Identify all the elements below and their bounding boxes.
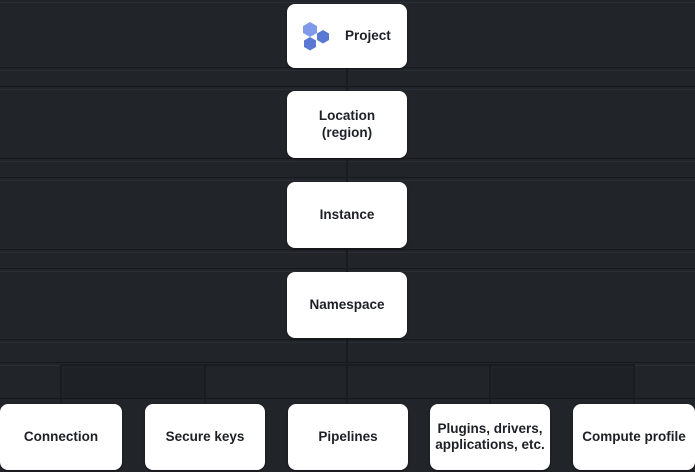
node-label: Secure keys xyxy=(165,428,245,444)
connector-leg-plugins xyxy=(489,364,491,404)
node-label: Pipelines xyxy=(318,428,378,444)
node-label: Plugins, drivers, applications, etc. xyxy=(435,420,545,452)
node-connection[interactable]: Connection xyxy=(0,404,122,470)
node-label: Connection xyxy=(23,428,99,444)
connector-leg-connection xyxy=(60,364,62,404)
connector-leg-pipelines xyxy=(346,364,348,404)
busbar-shade-right xyxy=(492,368,633,398)
node-compute-profile[interactable]: Compute profile xyxy=(573,404,695,470)
connector-leg-secure-keys xyxy=(204,364,206,404)
connector-leg-compute-profile xyxy=(633,364,635,404)
node-pipelines[interactable]: Pipelines xyxy=(288,404,408,470)
connector-namespace-busbar xyxy=(346,338,348,364)
hexagons-icon xyxy=(303,22,329,51)
row-divider xyxy=(0,2,695,3)
node-instance[interactable]: Instance xyxy=(287,182,407,248)
node-project[interactable]: Project xyxy=(287,4,407,68)
connector-location-instance xyxy=(346,158,348,182)
node-plugins[interactable]: Plugins, drivers, applications, etc. xyxy=(430,404,550,470)
node-namespace[interactable]: Namespace xyxy=(287,272,407,338)
node-label: Location (region) xyxy=(318,108,376,140)
node-secure-keys[interactable]: Secure keys xyxy=(145,404,265,470)
node-label: Project xyxy=(345,27,391,43)
node-label: Namespace xyxy=(309,296,385,312)
node-label: Instance xyxy=(319,206,375,222)
busbar-shade-left xyxy=(63,368,204,398)
node-label: Compute profile xyxy=(582,428,686,444)
connector-instance-namespace xyxy=(346,248,348,272)
node-location[interactable]: Location (region) xyxy=(287,91,407,158)
connector-project-location xyxy=(346,68,348,91)
